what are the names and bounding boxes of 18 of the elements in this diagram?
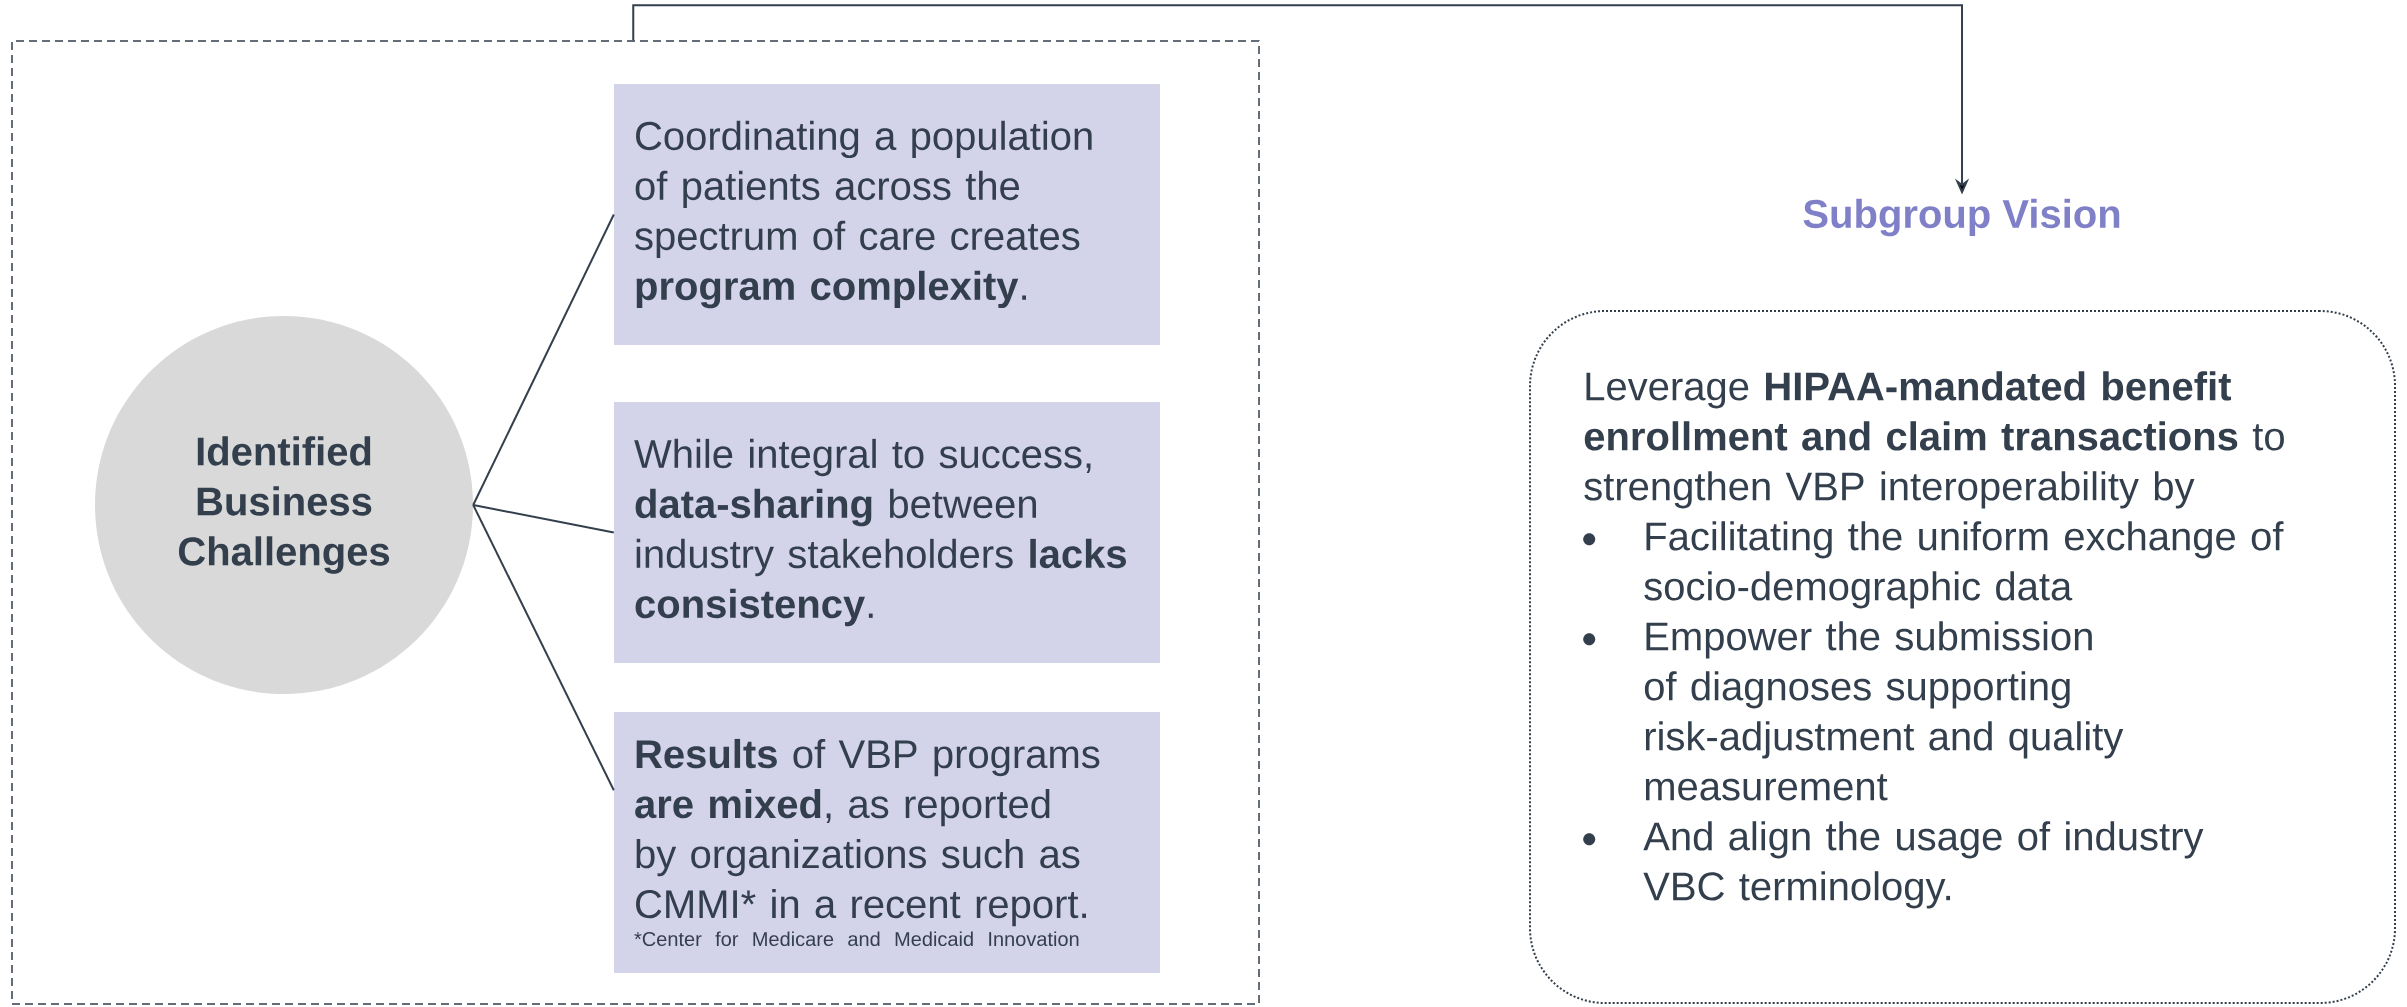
footnote: *Center for Medicare and Medicaid Innovation — [634, 931, 1079, 947]
heading: Subgroup Vision — [1803, 198, 2120, 237]
box-text: Coordinating a population of patients across the spectrum of care creates program complexity. — [635, 120, 1092, 309]
box-text: While integral to success, data-sharing between industry stakeholders lacks consistency. — [634, 438, 1126, 627]
dashed-group-box — [11, 40, 1260, 1005]
connector-line — [472, 504, 615, 792]
vision-box — [1529, 310, 2397, 1004]
bullet-text: And align the usage of industry VBC terminology. — [1643, 821, 2204, 909]
challenge-box — [614, 712, 1160, 973]
bullet-text: Empower the submission of diagnoses supporting risk-adjustment and quality measurement — [1644, 621, 2124, 801]
connector-line — [472, 504, 615, 534]
challenge-box — [614, 84, 1160, 345]
circle-label: Identified Business Challenges — [95, 316, 473, 694]
box-text: Results of VBP programs are mixed, as reported by organizations such as CMMI* in a recent report. — [635, 738, 1100, 927]
challenge-box — [614, 402, 1160, 663]
bullet-text: Facilitating the uniform exchange of socio-demographic data — [1644, 521, 2284, 609]
connector-line — [472, 213, 615, 506]
paragraph: Leverage HIPAA-mandated benefit enrollment and claim transactions to strengthen VBP interoperability by — [1584, 371, 2284, 509]
